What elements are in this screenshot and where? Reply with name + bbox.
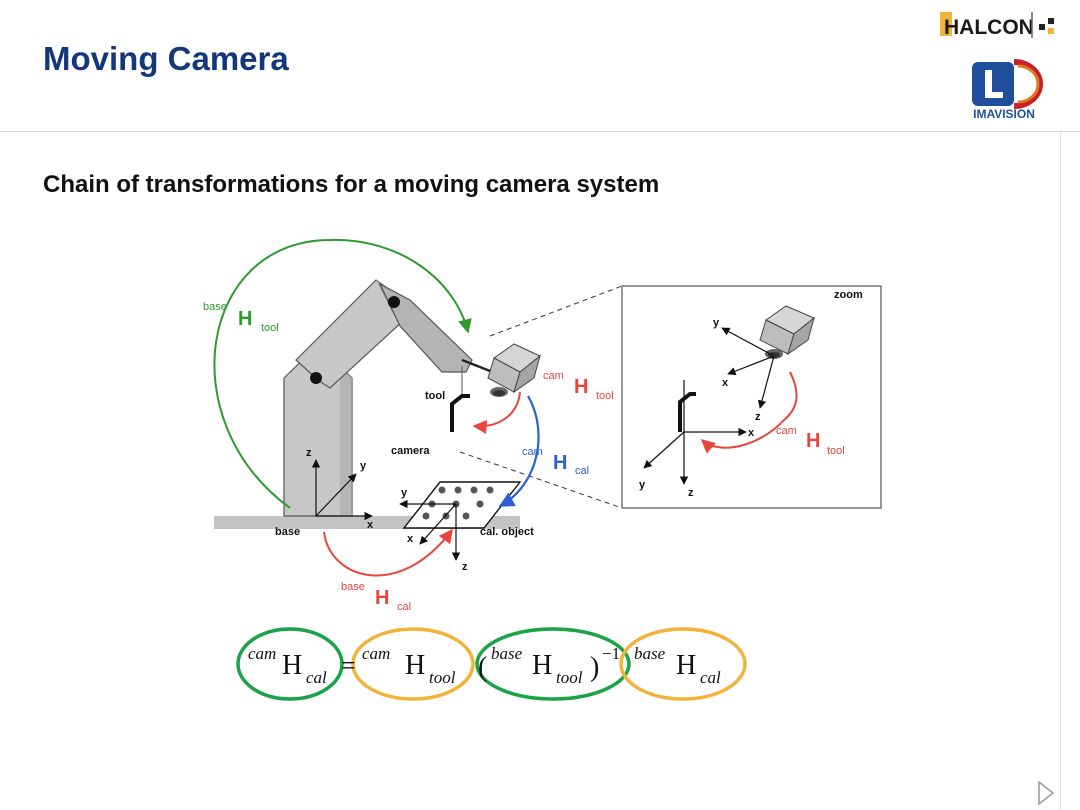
right-divider <box>1060 131 1061 810</box>
svg-text:H: H <box>553 452 567 474</box>
halcon-logo-block <box>940 12 952 36</box>
svg-text:cam: cam <box>248 644 276 663</box>
svg-text:z: z <box>688 487 694 499</box>
svg-text:x: x <box>722 377 729 389</box>
svg-text:=: = <box>341 651 356 680</box>
svg-text:): ) <box>590 652 599 683</box>
svg-text:y: y <box>360 460 367 472</box>
imavision-logo-text: IMAVISION <box>973 107 1035 120</box>
svg-text:tool: tool <box>596 390 614 402</box>
svg-text:H: H <box>532 650 552 681</box>
svg-text:cal: cal <box>700 668 721 687</box>
cam-cal-arrow <box>498 395 540 507</box>
svg-text:x: x <box>748 427 755 439</box>
svg-text:cal: cal <box>306 668 327 687</box>
page-title: Moving Camera <box>43 40 289 77</box>
halcon-logo-text: HALCON <box>944 16 1034 39</box>
camera-icon <box>487 343 541 397</box>
svg-text:x: x <box>367 519 374 531</box>
slide-subtitle: Chain of transformations for a moving ca… <box>43 171 660 198</box>
svg-text:H: H <box>282 650 302 681</box>
svg-text:cam: cam <box>522 446 543 458</box>
svg-text:tool: tool <box>261 322 279 334</box>
svg-text:cal: cal <box>397 601 411 613</box>
svg-text:base: base <box>634 644 666 663</box>
svg-text:y: y <box>639 479 646 491</box>
base-tool-arrow <box>213 238 472 509</box>
zoom-cam-tool-arrow <box>700 371 798 454</box>
svg-text:tool: tool <box>827 445 845 457</box>
base-axes: z x y <box>306 447 374 531</box>
imavision-logo: IMAVISION <box>972 59 1043 120</box>
zoom-camera-icon <box>759 305 815 359</box>
svg-text:tool: tool <box>429 668 456 687</box>
svg-text:base: base <box>341 581 365 593</box>
base-tool-highlight <box>475 627 631 701</box>
svg-text:tool: tool <box>556 668 583 687</box>
svg-text:z: z <box>755 411 761 423</box>
svg-text:H: H <box>238 308 252 330</box>
svg-text:−1: −1 <box>602 644 620 663</box>
svg-text:(: ( <box>478 652 487 683</box>
cam-tool-arrow <box>472 391 521 434</box>
svg-text:cam: cam <box>543 370 564 382</box>
cam-tool-transform-label: cam H tool <box>543 370 614 402</box>
svg-text:base: base <box>491 644 523 663</box>
svg-text:cam: cam <box>776 425 797 437</box>
svg-text:z: z <box>306 447 312 459</box>
zoom-tool-axes: x z y <box>639 380 755 499</box>
tool-label: tool <box>425 390 445 402</box>
robot-arm <box>283 279 509 517</box>
svg-text:H: H <box>375 587 389 609</box>
svg-text:cal: cal <box>575 465 589 477</box>
svg-text:cam: cam <box>362 644 390 663</box>
calibration-plate: y x z <box>399 481 522 573</box>
halcon-logo: HALCON <box>940 12 1054 39</box>
zoom-label: zoom <box>834 289 863 301</box>
base-cal-highlight <box>619 627 747 701</box>
transformation-equation: cam H cal = cam H tool ( base H tool ) −… <box>236 627 747 701</box>
next-slide-arrow-icon[interactable] <box>1036 780 1056 806</box>
cam-tool-highlight <box>351 627 475 701</box>
base-cal-arrow <box>323 528 453 577</box>
svg-text:base: base <box>203 301 227 313</box>
svg-text:y: y <box>401 487 408 499</box>
svg-text:x: x <box>407 533 414 545</box>
zoom-panel <box>621 285 882 509</box>
cal-object-label: cal. object <box>480 526 534 538</box>
zoom-tool-bracket-icon <box>678 392 696 432</box>
header-divider <box>0 131 1080 132</box>
svg-text:H: H <box>405 650 425 681</box>
svg-text:H: H <box>676 650 696 681</box>
base-label: base <box>275 526 300 538</box>
zoom-cam-tool-transform-label: cam H tool <box>776 425 845 457</box>
base-cal-transform-label: base H cal <box>341 581 411 613</box>
svg-text:y: y <box>713 317 720 329</box>
tool-bracket-icon <box>450 394 470 432</box>
svg-text:H: H <box>806 430 820 452</box>
zoom-camera-axes: y x z <box>713 317 775 423</box>
lhs-highlight <box>236 627 344 701</box>
svg-text:z: z <box>462 561 468 573</box>
svg-text:H: H <box>574 376 588 398</box>
cam-cal-transform-label: cam H cal <box>522 446 589 477</box>
base-tool-transform-label: base H tool <box>203 301 279 334</box>
camera-label: camera <box>391 445 430 457</box>
